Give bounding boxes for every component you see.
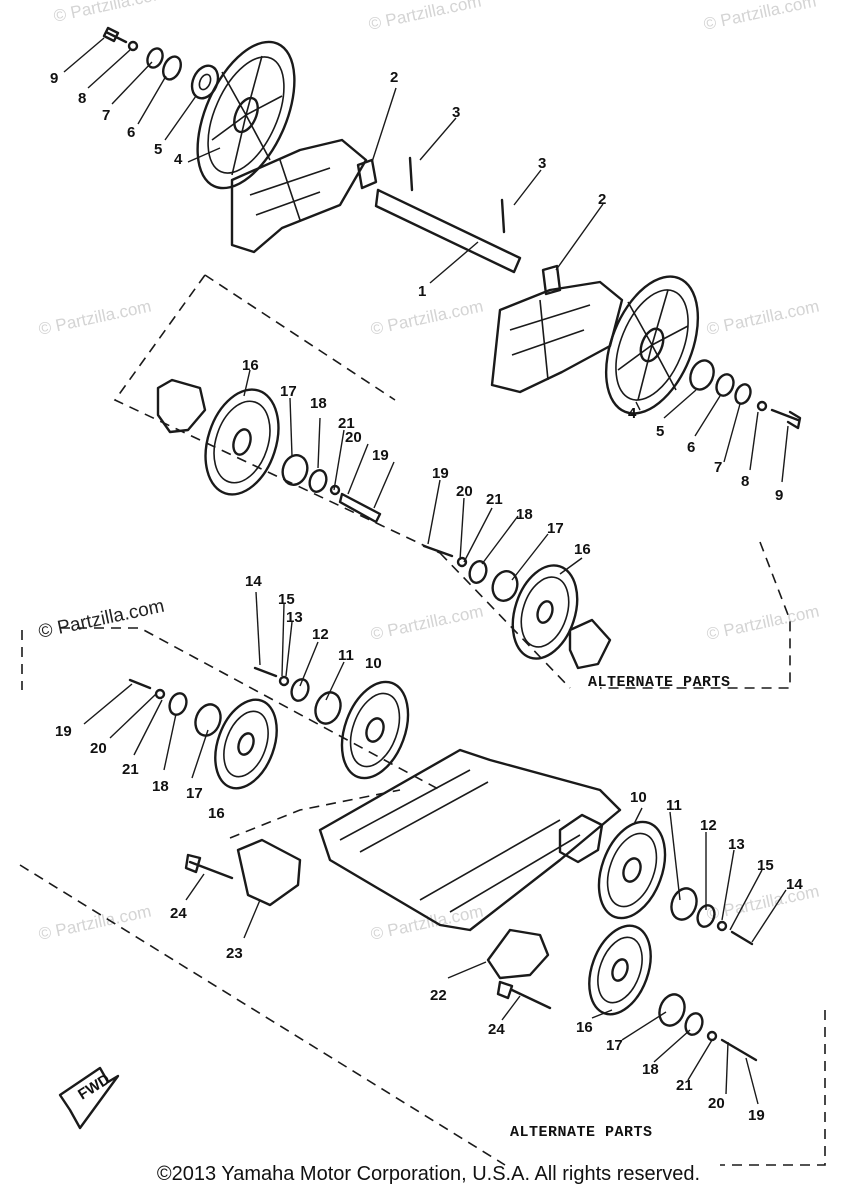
callout: 20 xyxy=(708,1095,725,1112)
callout: 16 xyxy=(208,805,225,822)
callout: 10 xyxy=(630,789,647,806)
callout: 9 xyxy=(50,70,58,87)
watermark: © Partzilla.com xyxy=(369,297,485,339)
callout: 15 xyxy=(757,857,774,874)
callout: 19 xyxy=(55,723,72,740)
alternate-parts-upper: ALTERNATE PARTS xyxy=(113,274,791,691)
watermark: © Partzilla.com xyxy=(37,902,153,944)
copyright-notice: ©2013 Yamaha Motor Corporation, U.S.A. A… xyxy=(156,1163,701,1185)
watermark: © Partzilla.com xyxy=(369,902,485,944)
callout: 7 xyxy=(714,459,722,476)
callout: 20 xyxy=(345,429,362,446)
slide-rail-frame xyxy=(318,748,622,932)
callout: 2 xyxy=(598,191,606,208)
callout: 24 xyxy=(488,1021,505,1038)
callout: 10 xyxy=(365,655,382,672)
callout: 3 xyxy=(452,104,460,121)
forward-arrow: FWD xyxy=(58,1066,120,1130)
watermark: © Partzilla.com xyxy=(702,0,818,34)
callout: 2 xyxy=(390,69,398,86)
callout: 7 xyxy=(102,107,110,124)
lower-assembly: ALTERNATE PARTS xyxy=(19,627,826,1166)
callout: 17 xyxy=(280,383,297,400)
callout: 18 xyxy=(642,1061,659,1078)
collar xyxy=(356,158,378,190)
callout: 8 xyxy=(78,90,86,107)
callout: 19 xyxy=(432,465,449,482)
callout: 19 xyxy=(748,1107,765,1124)
shaft xyxy=(374,188,522,274)
callout: 21 xyxy=(122,761,139,778)
bolt-24 xyxy=(184,853,234,880)
collar xyxy=(541,264,562,296)
callout: 20 xyxy=(456,483,473,500)
wheel-right xyxy=(604,275,700,415)
callout: 1 xyxy=(418,283,426,300)
wheel-left xyxy=(196,40,296,190)
callout: 6 xyxy=(127,124,135,141)
fwd-label: FWD xyxy=(75,1071,113,1104)
callout: 22 xyxy=(430,987,447,1004)
callout: 5 xyxy=(154,141,162,158)
callout: 6 xyxy=(687,439,695,456)
hardware-right xyxy=(689,359,802,430)
callouts: 1 2 2 3 3 4 4 5 5 6 6 7 7 8 8 9 9 10 xyxy=(50,37,803,1124)
arm-bracket-left xyxy=(230,138,368,254)
alternate-parts-label: ALTERNATE PARTS xyxy=(510,1124,653,1141)
callout: 21 xyxy=(486,491,503,508)
callout: 19 xyxy=(372,447,389,464)
callout: 13 xyxy=(728,836,745,853)
callout: 16 xyxy=(576,1019,593,1036)
callout: 15 xyxy=(278,591,295,608)
watermark: © Partzilla.com xyxy=(37,297,153,339)
callout: 5 xyxy=(656,423,664,440)
watermark: © Partzilla.com xyxy=(705,297,821,339)
hardware-left xyxy=(102,26,220,100)
upper-wheel-assembly xyxy=(102,26,802,430)
pin xyxy=(500,198,506,234)
arm-bracket-right xyxy=(490,280,624,394)
callout: 23 xyxy=(226,945,243,962)
callout: 16 xyxy=(574,541,591,558)
callout: 11 xyxy=(338,647,354,664)
watermark-dark: © Partzilla.com xyxy=(37,596,167,643)
watermark: © Partzilla.com xyxy=(705,602,821,644)
callout: 18 xyxy=(516,506,533,523)
bracket-23 xyxy=(236,838,302,907)
callout: 9 xyxy=(775,487,783,504)
callout: 8 xyxy=(741,473,749,490)
alternate-parts-label: ALTERNATE PARTS xyxy=(588,674,731,691)
callout: 21 xyxy=(676,1077,693,1094)
callout: 11 xyxy=(666,797,682,814)
callout: 16 xyxy=(242,357,259,374)
watermark: © Partzilla.com xyxy=(367,0,483,34)
callout: 3 xyxy=(538,155,546,172)
callout: 14 xyxy=(786,876,803,893)
watermark: © Partzilla.com xyxy=(369,602,485,644)
callout: 18 xyxy=(310,395,327,412)
callout: 12 xyxy=(312,626,329,643)
bolt-24 xyxy=(496,980,552,1010)
callout: 13 xyxy=(286,609,303,626)
callout: 18 xyxy=(152,778,169,795)
callout: 24 xyxy=(170,905,187,922)
callout: 17 xyxy=(606,1037,623,1054)
bracket-22 xyxy=(486,928,550,980)
callout: 20 xyxy=(90,740,107,757)
callout: 17 xyxy=(186,785,203,802)
callout: 4 xyxy=(174,151,183,168)
pin xyxy=(408,156,414,192)
callout: 4 xyxy=(628,405,637,422)
callout: 14 xyxy=(245,573,262,590)
callout: 21 xyxy=(338,415,355,432)
watermark: © Partzilla.com xyxy=(52,0,168,26)
callout: 17 xyxy=(547,520,564,537)
callout: 12 xyxy=(700,817,717,834)
